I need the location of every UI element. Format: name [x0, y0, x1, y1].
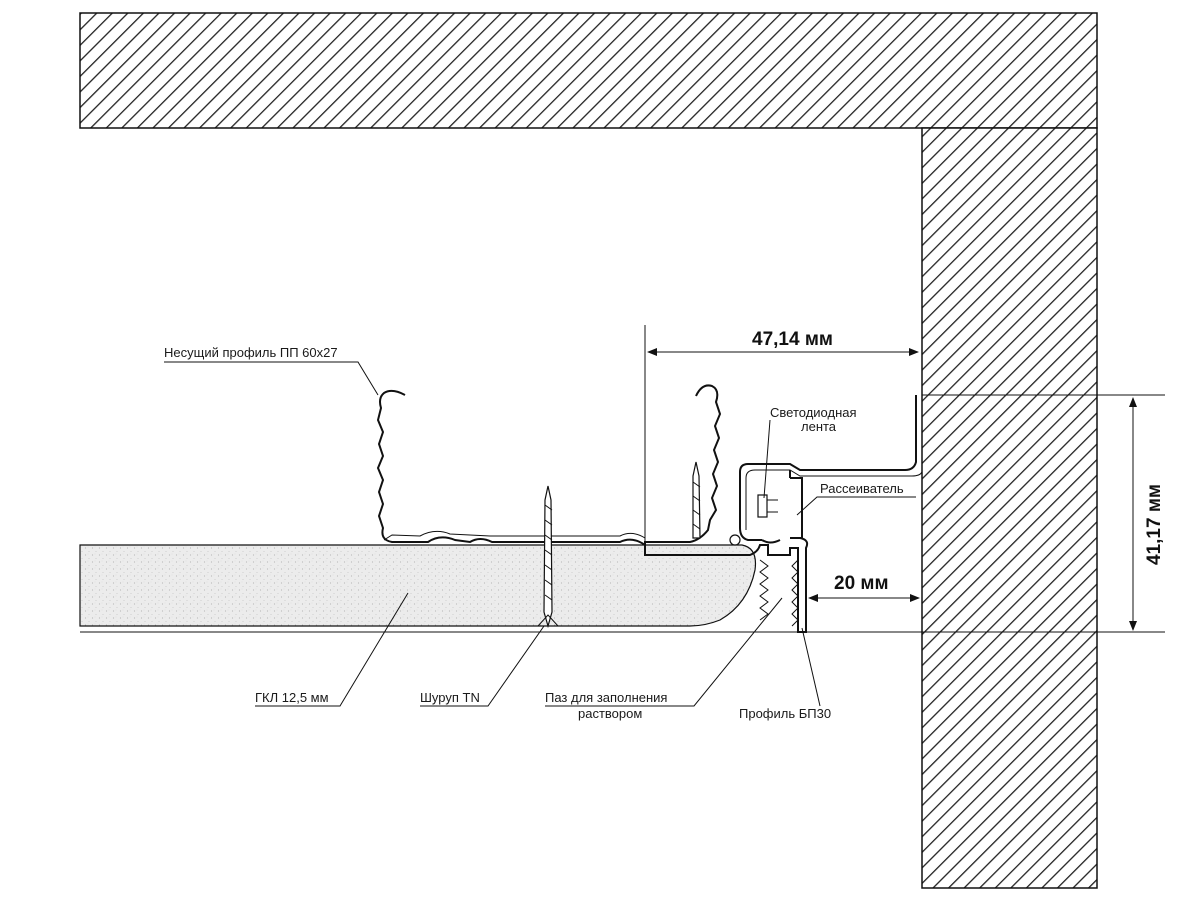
- label-profile-bp30: Профиль БП30: [739, 706, 831, 721]
- label-screw: Шуруп TN: [420, 690, 480, 705]
- dim-gap-label: 20 мм: [834, 573, 889, 594]
- label-groove-1: Паз для заполнения: [545, 690, 667, 705]
- screw-profile: [692, 461, 701, 539]
- dim-width-label: 47,14 мм: [752, 329, 833, 350]
- led-channel: [739, 395, 917, 544]
- label-led-strip-2: лента: [801, 419, 837, 434]
- label-led-strip-1: Светодиодная: [770, 405, 857, 420]
- profile-bp30: [644, 537, 809, 633]
- label-groove-2: раствором: [578, 706, 642, 721]
- label-diffuser: Рассеиватель: [820, 481, 904, 496]
- drywall-board: [79, 544, 757, 627]
- wall: [921, 127, 1098, 889]
- profile-bp30-teeth: [759, 559, 799, 627]
- dim-height-label: 41,17 мм: [1144, 484, 1165, 565]
- label-drywall: ГКЛ 12,5 мм: [255, 690, 329, 705]
- led-strip: [757, 494, 768, 518]
- diffuser: [789, 470, 803, 539]
- ceiling-slab: [79, 12, 1098, 129]
- label-carrier-profile: Несущий профиль ПП 60х27: [164, 345, 338, 360]
- screw-tn: [537, 485, 559, 629]
